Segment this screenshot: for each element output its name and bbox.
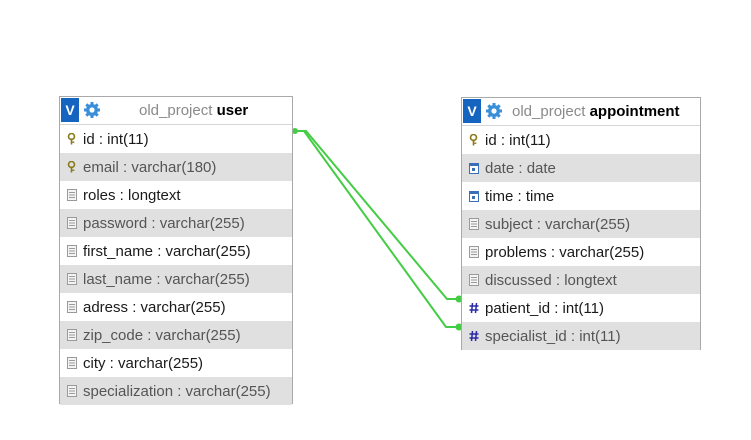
column-row[interactable]: time : time [462, 182, 700, 210]
field-icon [66, 385, 77, 397]
relation-endpoint-specialist [455, 323, 463, 331]
key-icon [66, 133, 77, 145]
table-header[interactable]: V old_project appointment [462, 98, 700, 126]
field-icon [66, 273, 77, 285]
column-label: date : date [485, 159, 556, 177]
column-row[interactable]: id : int(11) [60, 125, 292, 153]
table-name: user [216, 102, 249, 119]
column-row[interactable]: subject : varchar(255) [462, 210, 700, 238]
column-label: city : varchar(255) [83, 354, 204, 372]
column-label: password : varchar(255) [83, 214, 245, 232]
column-label: last_name : varchar(255) [83, 270, 250, 288]
column-row[interactable]: zip_code : varchar(255) [60, 321, 292, 349]
column-label: first_name : varchar(255) [83, 242, 251, 260]
column-label: id : int(11) [485, 131, 551, 149]
column-row[interactable]: specialist_id : int(11) [462, 322, 700, 350]
column-label: specialist_id : int(11) [485, 327, 621, 345]
relation-line-patient [293, 130, 460, 300]
date-icon [468, 190, 479, 202]
table-title: old_project appointment [512, 98, 680, 125]
column-label: time : time [485, 187, 555, 205]
table-name: appointment [589, 103, 680, 120]
column-row[interactable]: last_name : varchar(255) [60, 265, 292, 293]
hash-icon [468, 302, 479, 314]
toggle-columns-button[interactable]: V [463, 99, 481, 123]
date-icon [468, 162, 479, 174]
column-label: patient_id : int(11) [485, 299, 604, 317]
column-row[interactable]: roles : longtext [60, 181, 292, 209]
column-row[interactable]: specialization : varchar(255) [60, 377, 292, 405]
table-appointment[interactable]: V old_project appointment id : int(11) da… [461, 97, 701, 350]
column-label: id : int(11) [83, 130, 149, 148]
database-name: old_project [139, 102, 213, 119]
column-label: problems : varchar(255) [485, 243, 645, 261]
field-icon [468, 218, 479, 230]
column-row[interactable]: city : varchar(255) [60, 349, 292, 377]
column-label: specialization : varchar(255) [83, 382, 271, 400]
field-icon [66, 329, 77, 341]
relation-line-specialist [293, 130, 460, 328]
column-row[interactable]: email : varchar(180) [60, 153, 292, 181]
field-icon [468, 274, 479, 286]
field-icon [66, 301, 77, 313]
column-label: adress : varchar(255) [83, 298, 226, 316]
key-icon [66, 161, 77, 173]
column-row[interactable]: first_name : varchar(255) [60, 237, 292, 265]
relation-endpoint-patient [455, 295, 463, 303]
column-row[interactable]: patient_id : int(11) [462, 294, 700, 322]
field-icon [66, 189, 77, 201]
column-row[interactable]: discussed : longtext [462, 266, 700, 294]
column-label: email : varchar(180) [83, 158, 217, 176]
field-icon [66, 245, 77, 257]
column-row[interactable]: date : date [462, 154, 700, 182]
table-header[interactable]: V old_project user [60, 97, 292, 125]
table-user[interactable]: V old_project user id : int(11) email : v… [59, 96, 293, 405]
field-icon [66, 217, 77, 229]
gear-icon[interactable] [81, 98, 103, 122]
gear-icon[interactable] [483, 99, 505, 123]
key-icon [468, 134, 479, 146]
field-icon [66, 357, 77, 369]
column-row[interactable]: password : varchar(255) [60, 209, 292, 237]
column-label: zip_code : varchar(255) [83, 326, 241, 344]
column-label: discussed : longtext [485, 271, 617, 289]
table-title: old_project user [139, 97, 248, 124]
column-row[interactable]: problems : varchar(255) [462, 238, 700, 266]
column-row[interactable]: id : int(11) [462, 126, 700, 154]
column-label: subject : varchar(255) [485, 215, 631, 233]
hash-icon [468, 330, 479, 342]
column-label: roles : longtext [83, 186, 181, 204]
relation-user-patient [292, 128, 463, 303]
field-icon [468, 246, 479, 258]
database-name: old_project [512, 103, 586, 120]
relation-user-specialist [293, 130, 463, 331]
toggle-columns-button[interactable]: V [61, 98, 79, 122]
column-row[interactable]: adress : varchar(255) [60, 293, 292, 321]
